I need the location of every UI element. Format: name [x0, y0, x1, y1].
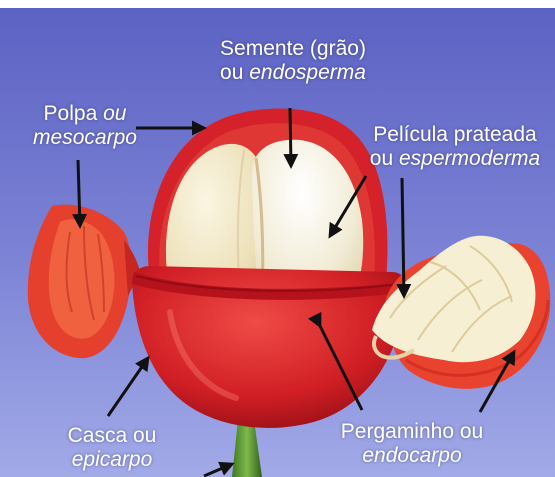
label-polpa-ou: ou [103, 102, 126, 125]
top-border [0, 0, 555, 8]
label-pelicula-line2: ou espermoderma [360, 147, 550, 171]
label-pelicula: Película prateada ou espermoderma [360, 123, 550, 171]
label-pelicula-line1: Película prateada [360, 123, 550, 147]
label-semente-italic: endosperma [249, 61, 366, 84]
label-semente-prefix: ou [220, 61, 249, 84]
label-casca-line2: epicarpo [52, 448, 172, 472]
label-casca: Casca ou epicarpo [52, 424, 172, 472]
label-casca-line1: Casca ou [52, 424, 172, 448]
arrow-icon [402, 178, 404, 296]
label-semente-line1: Semente (grão) [208, 37, 378, 61]
label-semente: Semente (grão) ou endosperma [208, 37, 378, 85]
label-polpa-line1: Polpa ou [20, 102, 150, 126]
label-polpa: Polpa ou mesocarpo [20, 102, 150, 150]
label-pelicula-italic: espermoderma [399, 147, 540, 170]
label-pergaminho: Pergaminho ou endocarpo [328, 420, 496, 468]
label-polpa-line2: mesocarpo [20, 126, 150, 150]
label-pergaminho-line1: Pergaminho ou [328, 420, 496, 444]
label-pelicula-prefix: ou [370, 147, 399, 170]
arrow-icon [290, 108, 291, 166]
arrow-icon [78, 160, 80, 226]
label-pergaminho-line2: endocarpo [328, 444, 496, 468]
label-semente-line2: ou endosperma [208, 61, 378, 85]
label-polpa-plain: Polpa [44, 102, 104, 125]
